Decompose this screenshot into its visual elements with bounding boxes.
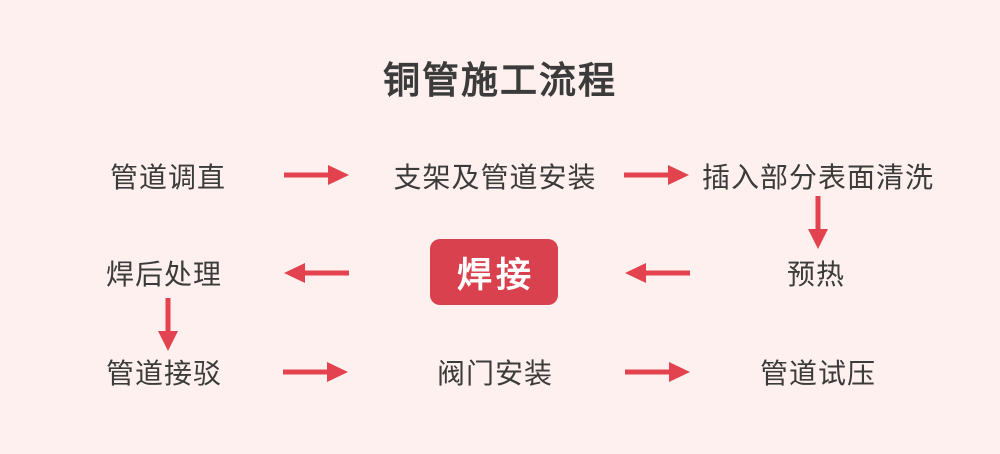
- arrow-left-icon: [625, 263, 690, 283]
- arrow-left-icon: [284, 263, 349, 283]
- arrow-right-icon: [624, 165, 689, 185]
- node-insert-surface-clean: 插入部分表面清洗: [701, 162, 935, 193]
- node-pipe-connection: 管道接驳: [105, 358, 223, 389]
- arrow-right-icon: [283, 362, 348, 382]
- node-valve-install: 阀门安装: [436, 358, 554, 389]
- node-preheat: 预热: [786, 259, 846, 290]
- arrow-right-icon: [625, 362, 690, 382]
- arrow-down-icon: [158, 298, 178, 351]
- arrow-down-icon: [808, 196, 828, 249]
- arrow-right-icon: [284, 165, 349, 185]
- node-post-weld-treatment: 焊后处理: [105, 259, 223, 290]
- node-welding-box: 焊接: [430, 239, 558, 305]
- node-bracket-pipe-install: 支架及管道安装: [393, 162, 597, 193]
- page-title: 铜管施工流程: [383, 60, 617, 101]
- node-pressure-test: 管道试压: [759, 358, 877, 389]
- node-pipe-straightening: 管道调直: [109, 162, 227, 193]
